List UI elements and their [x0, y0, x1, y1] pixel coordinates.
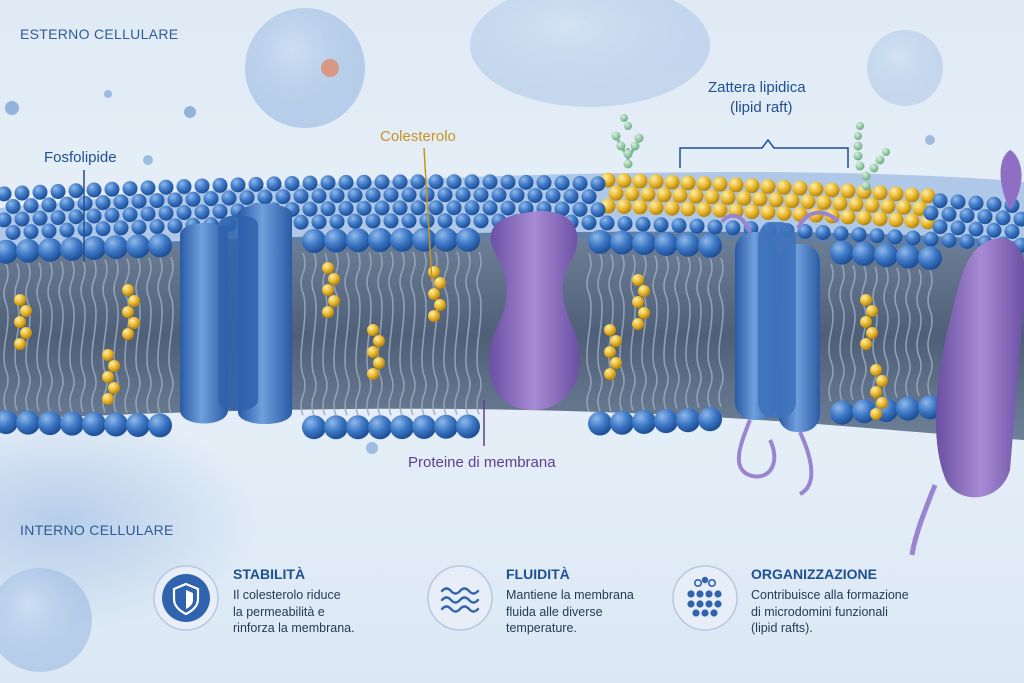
glycolipid-chains [611, 114, 890, 191]
region-label-inside: INTERNO CELLULARE [20, 522, 174, 538]
transmembrane-protein-center [489, 211, 580, 411]
shield-icon [172, 582, 200, 616]
feature-title: FLUIDITÀ [506, 566, 570, 582]
label-leader-lines [83, 138, 849, 446]
organization-badge [672, 565, 738, 631]
channel-protein-left [180, 203, 292, 424]
fluidity-badge [427, 565, 493, 631]
label-lipid-raft: Zattera lipidica [708, 79, 806, 96]
label-phospholipid: Fosfolipide [44, 149, 117, 166]
label-cholesterol: Colesterolo [380, 128, 456, 145]
phospholipid-heads-inner [0, 395, 942, 440]
label-membrane-proteins: Proteine di membrana [408, 454, 556, 471]
molecule-cluster-icon [687, 576, 722, 617]
feature-title: ORGANIZZAZIONE [751, 566, 877, 582]
feature-card-stability: STABILITÀ Il colesterolo riduce la perme… [155, 562, 395, 652]
phospholipid-heads-outer [0, 227, 942, 271]
helix-channel-protein [720, 210, 840, 496]
region-label-outside: ESTERNO CELLULARE [20, 26, 179, 42]
feature-title: STABILITÀ [233, 566, 306, 582]
cholesterol-molecules [14, 262, 888, 420]
lipid-raft-heads [600, 172, 936, 230]
transmembrane-protein-right [909, 150, 1024, 556]
feature-card-fluidity: FLUIDITÀ Mantiene la membrana fluida all… [428, 562, 668, 652]
label-lipid-raft-subtitle: (lipid raft) [730, 99, 793, 116]
stability-badge [153, 565, 219, 631]
background-vesicles [0, 0, 943, 672]
feature-description: Mantiene la membrana fluida alle diverse… [506, 588, 634, 635]
feature-description: Contribuisce alla formazione di microdom… [751, 588, 909, 635]
waves-icon [440, 587, 480, 613]
feature-description: Il colesterolo riduce la permeabilità e … [233, 588, 355, 635]
feature-card-organization: ORGANIZZAZIONE Contribuisce alla formazi… [673, 562, 913, 652]
